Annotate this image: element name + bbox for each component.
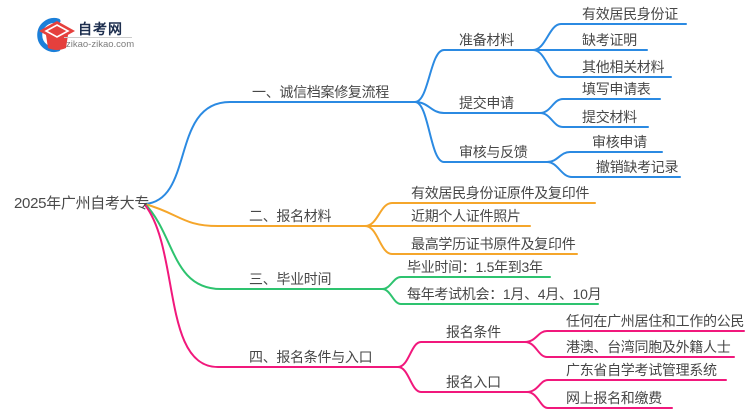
node-guangdong-self-exam-system: 广东省自学考试管理系统 xyxy=(566,362,717,378)
node-registration-conditions-entry: 四、报名条件与入口 xyxy=(249,349,373,365)
node-review-feedback: 审核与反馈 xyxy=(459,144,528,160)
graduation-cap-icon xyxy=(37,18,75,52)
node-submit-application: 提交申请 xyxy=(459,95,514,111)
node-recent-photo: 近期个人证件照片 xyxy=(411,208,521,224)
node-hk-macao-taiwan-foreigners: 港澳、台湾同胞及外籍人士 xyxy=(566,339,731,355)
node-highest-diploma-original-copy: 最高学历证书原件及复印件 xyxy=(411,236,576,252)
node-revoke-absence-record: 撤销缺考记录 xyxy=(596,159,679,175)
node-review-application: 审核申请 xyxy=(592,134,647,150)
branch-materials-connector-lines xyxy=(144,202,596,255)
node-submit-materials: 提交材料 xyxy=(582,109,637,125)
node-registration-conditions: 报名条件 xyxy=(446,324,501,340)
branch-registration-connector-lines xyxy=(144,204,745,409)
node-citizens-living-working-guangzhou: 任何在广州居住和工作的公民 xyxy=(566,313,745,329)
node-fill-application-form: 填写申请表 xyxy=(582,81,651,97)
node-graduation-time: 三、毕业时间 xyxy=(249,271,332,287)
node-registration-materials: 二、报名材料 xyxy=(249,208,332,224)
site-domain: zikao-zikao.com xyxy=(66,39,135,50)
site-name: 自考网 xyxy=(78,21,123,37)
node-registration-entry: 报名入口 xyxy=(446,374,501,390)
node-other-materials: 其他相关材料 xyxy=(582,59,665,75)
node-absence-proof: 缺考证明 xyxy=(582,32,637,48)
node-online-registration-payment: 网上报名和缴费 xyxy=(566,390,662,406)
node-id-card-original-copy: 有效居民身份证原件及复印件 xyxy=(411,185,590,201)
branch-integrity-connector-lines xyxy=(144,23,687,205)
node-integrity-repair-process: 一、诚信档案修复流程 xyxy=(252,84,389,100)
branch-graduation-connector-lines xyxy=(144,203,599,305)
node-exam-opportunities: 每年考试机会：1月、4月、10月 xyxy=(407,286,602,302)
node-graduation-duration: 毕业时间：1.5年到3年 xyxy=(407,259,543,275)
node-valid-id-card: 有效居民身份证 xyxy=(582,6,678,22)
logo-divider xyxy=(64,37,132,38)
mindmap-root: 2025年广州自考大专 xyxy=(14,195,150,212)
site-logo: 自考网 zikao-zikao.com xyxy=(0,0,150,60)
node-prepare-materials: 准备材料 xyxy=(459,32,514,48)
